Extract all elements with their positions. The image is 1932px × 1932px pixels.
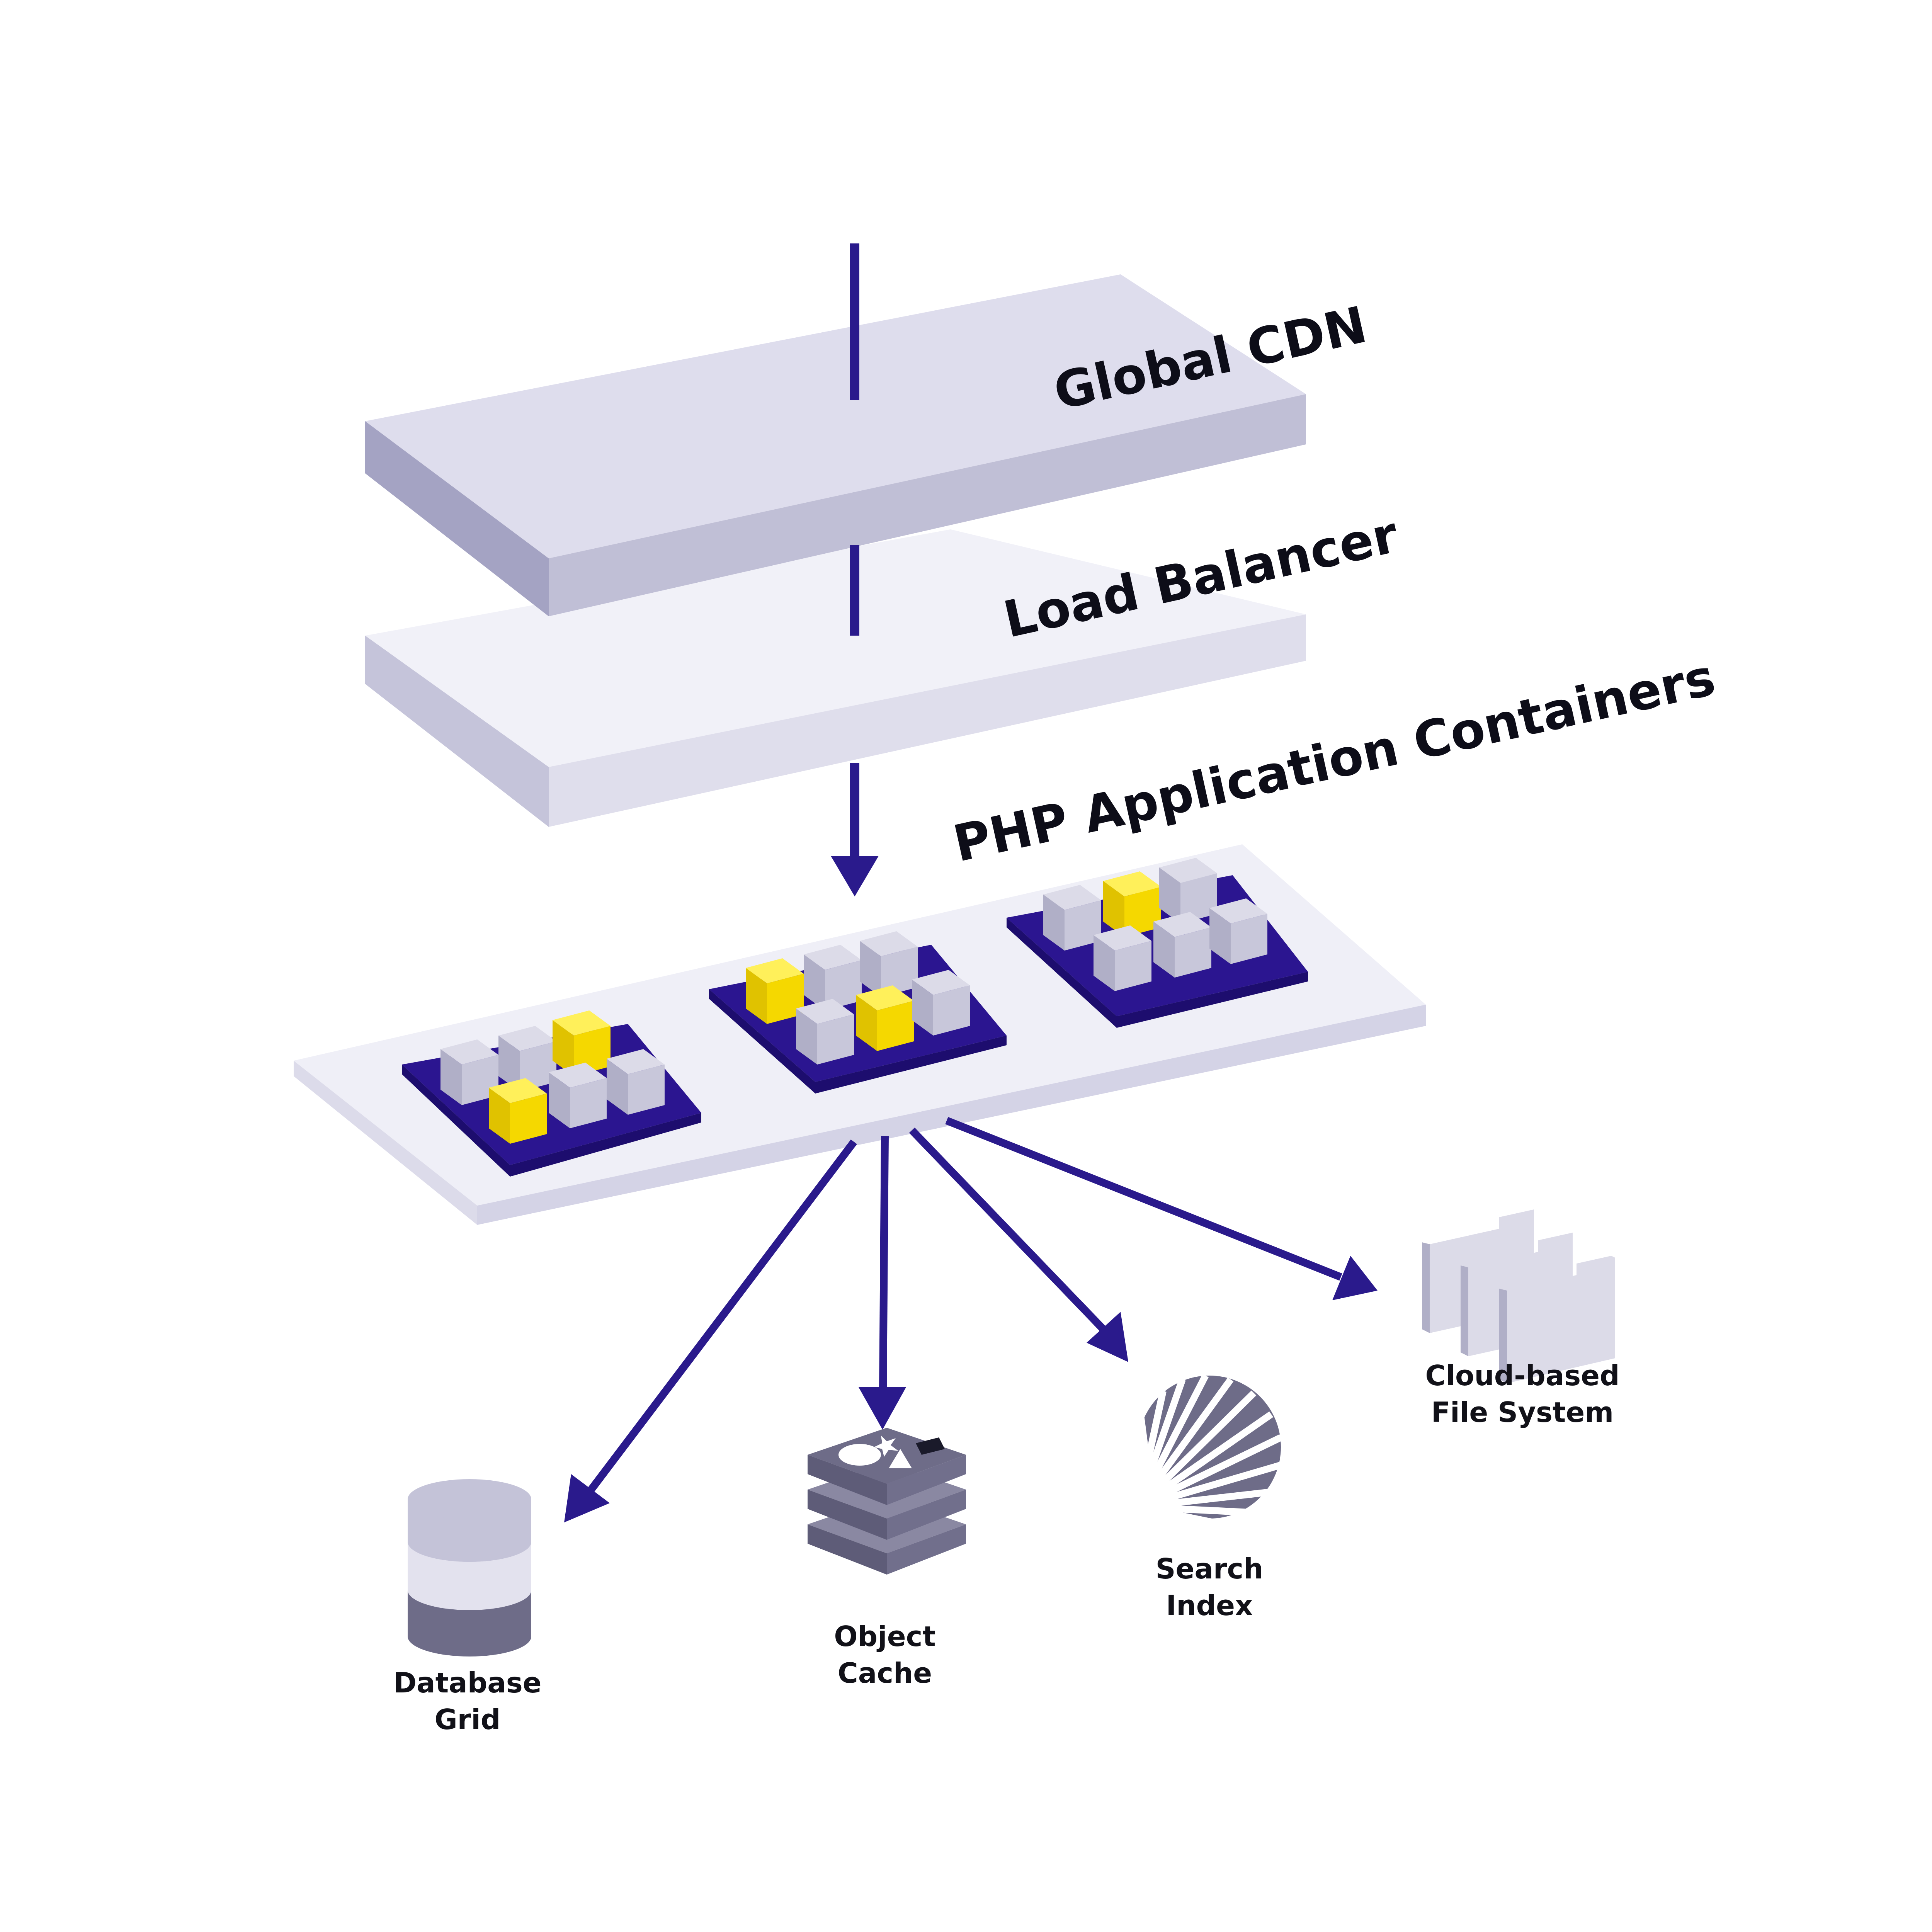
search-index-icon — [1121, 1368, 1284, 1534]
container-cluster-3 — [1007, 858, 1308, 1028]
arrow-to-database-grid — [564, 1139, 857, 1522]
container-cube — [498, 1026, 556, 1092]
container-cube-active — [856, 985, 914, 1051]
container-cluster-1 — [402, 1010, 701, 1177]
load-balancer-slab-front — [549, 614, 1306, 827]
global-cdn-slab-front — [549, 394, 1306, 616]
arrow-to-search-index — [909, 1128, 1128, 1362]
container-cube-active — [489, 1078, 547, 1144]
container-cube — [549, 1063, 607, 1128]
container-cube — [1159, 858, 1217, 923]
global-cdn-slab-left — [365, 421, 549, 616]
database-icon — [408, 1479, 531, 1656]
container-cube-active — [746, 958, 804, 1024]
container-cube — [804, 945, 862, 1010]
container-cube — [1094, 925, 1151, 991]
container-cluster-2 — [709, 931, 1007, 1094]
database-grid-label-line1: Database — [393, 1667, 541, 1699]
object-cache-icon — [808, 1428, 966, 1575]
arrow-to-file-system — [945, 1117, 1378, 1300]
search-index-label-line2: Index — [1166, 1589, 1253, 1622]
container-cube-active — [1103, 871, 1161, 937]
database-grid-label-line2: Grid — [435, 1703, 501, 1736]
container-cube — [796, 999, 854, 1065]
global-cdn-layer — [365, 274, 1306, 616]
file-system-label-line2: File System — [1431, 1396, 1614, 1429]
container-cube — [912, 970, 970, 1036]
load-balancer-layer — [365, 529, 1306, 827]
object-cache-label-line1: Object — [834, 1620, 935, 1653]
folders-icon — [1422, 1209, 1615, 1383]
search-index-label-line1: Search — [1156, 1553, 1264, 1585]
global-cdn-slab-top — [365, 274, 1306, 558]
container-cube — [860, 931, 918, 997]
php-platform-left — [294, 1061, 477, 1225]
container-cube — [1043, 885, 1101, 951]
file-system-label-line1: Cloud-based — [1425, 1359, 1619, 1392]
load-balancer-slab-top — [365, 529, 1306, 767]
container-cube — [607, 1049, 665, 1115]
object-cache-label-line2: Cache — [838, 1657, 932, 1689]
container-cube — [1153, 912, 1211, 978]
php-platform-front — [477, 1005, 1426, 1225]
load-balancer-slab-left — [365, 636, 549, 827]
arrow-to-object-cache — [859, 1136, 906, 1430]
container-cube — [1209, 898, 1267, 964]
flow-arrow-lb-to-php — [831, 763, 879, 896]
